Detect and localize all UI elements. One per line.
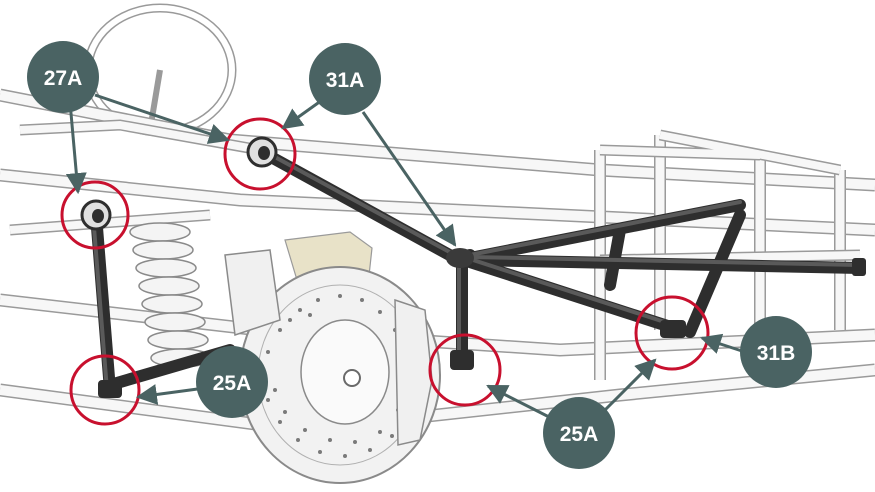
- callout-25A-left: 25A: [196, 346, 268, 418]
- callout-31B: 31B: [740, 316, 812, 388]
- callout-25A-right-label: 25A: [560, 423, 599, 446]
- callout-31B-label: 31B: [757, 342, 796, 365]
- callout-31A-label: 31A: [326, 69, 365, 92]
- callout-31A: 31A: [309, 43, 381, 115]
- hub: [300, 319, 390, 425]
- upright: [224, 249, 281, 337]
- callout-27A-label: 27A: [44, 67, 83, 90]
- ring-25A-right: [428, 333, 502, 407]
- ring-27A: [60, 180, 130, 250]
- brake-disc: [239, 266, 441, 484]
- callout-25A-left-label: 25A: [213, 372, 252, 395]
- callout-27A: 27A: [27, 41, 99, 113]
- ring-31B: [634, 295, 710, 371]
- callout-25A-right: 25A: [543, 397, 615, 469]
- coil-spring: [129, 222, 212, 368]
- dark-tube-assembly: [80, 136, 866, 398]
- leader-lines: [65, 93, 746, 422]
- brake-caliper: [394, 298, 433, 446]
- ring-31A: [223, 117, 297, 191]
